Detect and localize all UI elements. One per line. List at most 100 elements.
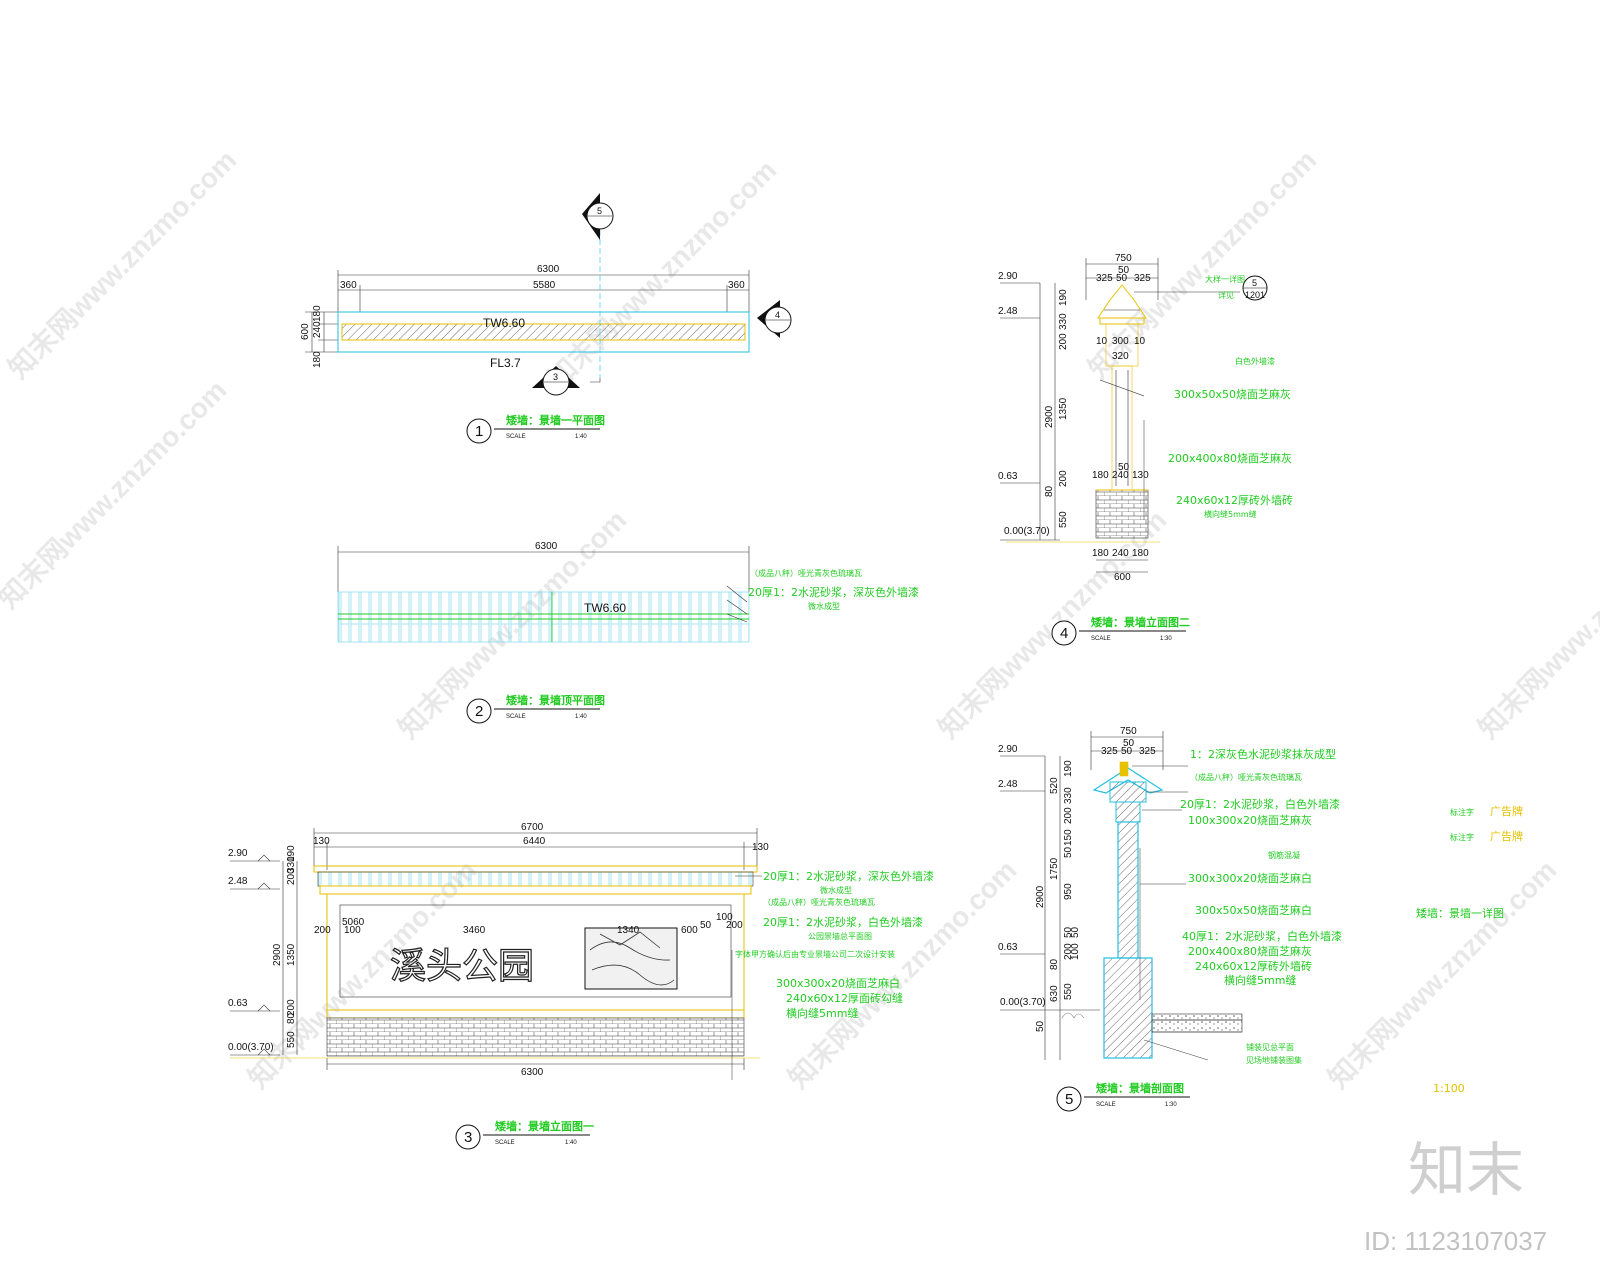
d4-dim-v5: 2900: [1044, 405, 1055, 428]
d4-dim-l4: 130: [1132, 470, 1149, 481]
legend: 标注字 广告牌 标注字 广告牌 矮墙：景墙一详图 1:100: [1416, 804, 1523, 1095]
d4-scale: 1:30: [1160, 636, 1172, 642]
watermark: 知末网www.znzmo.com: [1472, 503, 1600, 744]
d4-dim-b2: 240: [1112, 548, 1129, 559]
d3-dim-i5: 1340: [617, 925, 640, 936]
d5-dim-v1: 190: [1063, 760, 1074, 777]
d3-note-1: 20厚1：2水泥砂浆，深灰色外墙漆: [763, 869, 934, 883]
d5-dim-v16: 550: [1063, 983, 1074, 1000]
d5-note-12: 铺装见总平面: [1246, 1042, 1294, 1052]
d5-elev-1: 2.90: [998, 744, 1018, 755]
drawing-1-title: 1 矮墙：景墙一平面图 SCALE 1:40: [466, 413, 605, 444]
d5-dim-v17: 50: [1035, 1020, 1046, 1032]
d4-dim-v1: 190: [1058, 289, 1069, 306]
d4-dim-b3: 180: [1132, 548, 1149, 559]
d1-dim-v2: 240: [312, 321, 323, 338]
d5-note-11: 横向缝5mm缝: [1224, 973, 1296, 987]
d1-dim-v3: 180: [312, 351, 323, 368]
d4-dim-t4: 50: [1118, 265, 1130, 276]
d5-dim-v8: 1750: [1049, 857, 1060, 880]
d4-notes: 大样一详图 详见 白色外墙漆 300x50x50烧面芝麻灰 200x400x80…: [1134, 274, 1293, 520]
d3-dim-i7: 50: [700, 920, 712, 931]
d3-note-4: 20厚1：2水泥砂浆，白色外墙漆: [763, 915, 923, 929]
d1-dim-v1: 180: [312, 305, 323, 322]
d1-dim-right: 360: [728, 280, 745, 291]
d4-dim-l2: 180: [1092, 470, 1109, 481]
d2-scale-label: SCALE: [506, 714, 526, 720]
d4-scale-label: SCALE: [1091, 636, 1111, 642]
section-marker-3[interactable]: 3: [532, 366, 580, 396]
d5-dim-v5: 150: [1063, 829, 1074, 846]
d3-dim-v2: 330: [286, 856, 297, 873]
d5-note-4: 100x300x20烧面芝麻灰: [1188, 813, 1312, 827]
d4-elev-3: 0.63: [998, 471, 1018, 482]
d3-scale-label: SCALE: [495, 1140, 515, 1146]
marker-4-num: 4: [775, 310, 780, 320]
d4-dim-t3: 325: [1134, 273, 1151, 284]
drawing-5-section: [1000, 731, 1243, 1061]
d3-dim-v8: 550: [286, 1031, 297, 1048]
d5-elev-3: 0.63: [998, 942, 1018, 953]
d5-note-8: 40厚1：2水泥砂浆，白色外墙漆: [1182, 929, 1342, 943]
d4-dim-t1: 325: [1096, 273, 1113, 284]
d3-note-6: 字体甲方确认后由专业景墙公司二次设计安装: [735, 949, 895, 959]
d5-dim-t4: 50: [1123, 738, 1135, 749]
drawing-1-plan: [305, 230, 750, 383]
d3-dim-mid: 6440: [523, 836, 546, 847]
d1-scale: 1:40: [575, 434, 587, 440]
d5-scale: 1:30: [1165, 1102, 1177, 1108]
legend-value-a: 广告牌: [1490, 804, 1523, 818]
d5-dim-v6: 50: [1063, 846, 1074, 858]
d4-dim-m2: 300: [1112, 336, 1129, 347]
d4-note-5: 200x400x80烧面芝麻灰: [1168, 451, 1292, 465]
d5-dim-v12: 200: [1063, 943, 1074, 960]
d3-notes: 20厚1：2水泥砂浆，深灰色外墙漆 微水成型 （成品八秤）哑光青灰色琉璃瓦 20…: [731, 869, 934, 1080]
d4-dim-v3: 200: [1058, 333, 1069, 350]
d4-note-4: 300x50x50烧面芝麻灰: [1174, 387, 1291, 401]
section-marker-5[interactable]: 5: [582, 193, 614, 240]
d1-number: 1: [475, 423, 483, 440]
d4-note-1: 大样一详图: [1205, 274, 1245, 284]
d1-dim-total: 6300: [537, 264, 560, 275]
d3-dim-i2: 5060: [342, 917, 365, 928]
d2-note-3: 微水成型: [808, 601, 840, 611]
watermark: 知末网www.znzmo.com: [542, 153, 783, 394]
d5-number: 5: [1065, 1091, 1073, 1108]
d3-elev-4: 0.00(3.70): [228, 1042, 274, 1053]
d3-dim-v4: 2900: [272, 943, 283, 966]
legend-scale-note: 1:100: [1433, 1082, 1465, 1095]
d5-dim-t3: 325: [1139, 746, 1156, 757]
d3-note-7: 300x300x20烧面芝麻白: [776, 976, 900, 990]
d5-note-5: 钢筋混凝: [1268, 850, 1300, 860]
legend-title: 矮墙：景墙一详图: [1416, 906, 1504, 920]
d5-title: 矮墙：景墙剖面图: [1096, 1081, 1184, 1095]
d3-note-2: 微水成型: [820, 885, 852, 895]
d4-detail-ref[interactable]: 5 1201: [1242, 275, 1268, 301]
d3-dim-total: 6700: [521, 822, 544, 833]
d4-dim-l1: 50: [1118, 462, 1130, 473]
d3-dim-i6: 600: [681, 925, 698, 936]
watermark: 知末网www.znzmo.com: [2, 143, 243, 384]
d4-ref-sub: 1201: [1245, 290, 1265, 300]
d1-title: 矮墙：景墙一平面图: [506, 413, 605, 427]
d2-dim-total: 6300: [535, 541, 558, 552]
d5-note-2: （成品八秤）哑光青灰色琉璃瓦: [1190, 772, 1302, 782]
d3-scale: 1:40: [565, 1140, 577, 1146]
d5-dim-t2: 50: [1121, 746, 1133, 757]
marker-5-num: 5: [597, 206, 602, 216]
d2-note-2: 20厚1：2水泥砂浆，深灰色外墙漆: [748, 585, 919, 599]
d1-floor-level: FL3.7: [490, 356, 521, 370]
d3-calligraphy: 溪头公园: [390, 946, 534, 987]
d3-dim-v7: 80: [286, 1012, 297, 1024]
d3-note-9: 横向缝5mm缝: [786, 1006, 858, 1020]
d4-dim-v6: 200: [1058, 470, 1069, 487]
drawing-5-title: 5 矮墙：景墙剖面图 SCALE 1:30: [1056, 1081, 1190, 1112]
image-id: ID: 1123107037: [1364, 1226, 1547, 1256]
section-marker-4[interactable]: 4: [757, 300, 792, 338]
d1-dim-v4: 600: [300, 323, 311, 340]
d5-dim-v11: 50: [1070, 926, 1081, 938]
brand-logo: 知末: [1408, 1136, 1524, 1204]
d3-dim-i1: 200: [314, 925, 331, 936]
drawing-3-title: 3 矮墙：景墙立面图一 SCALE 1:40: [455, 1119, 594, 1150]
drawing-4-title: 4 矮墙：景墙立面图二 SCALE 1:30: [1051, 615, 1190, 646]
